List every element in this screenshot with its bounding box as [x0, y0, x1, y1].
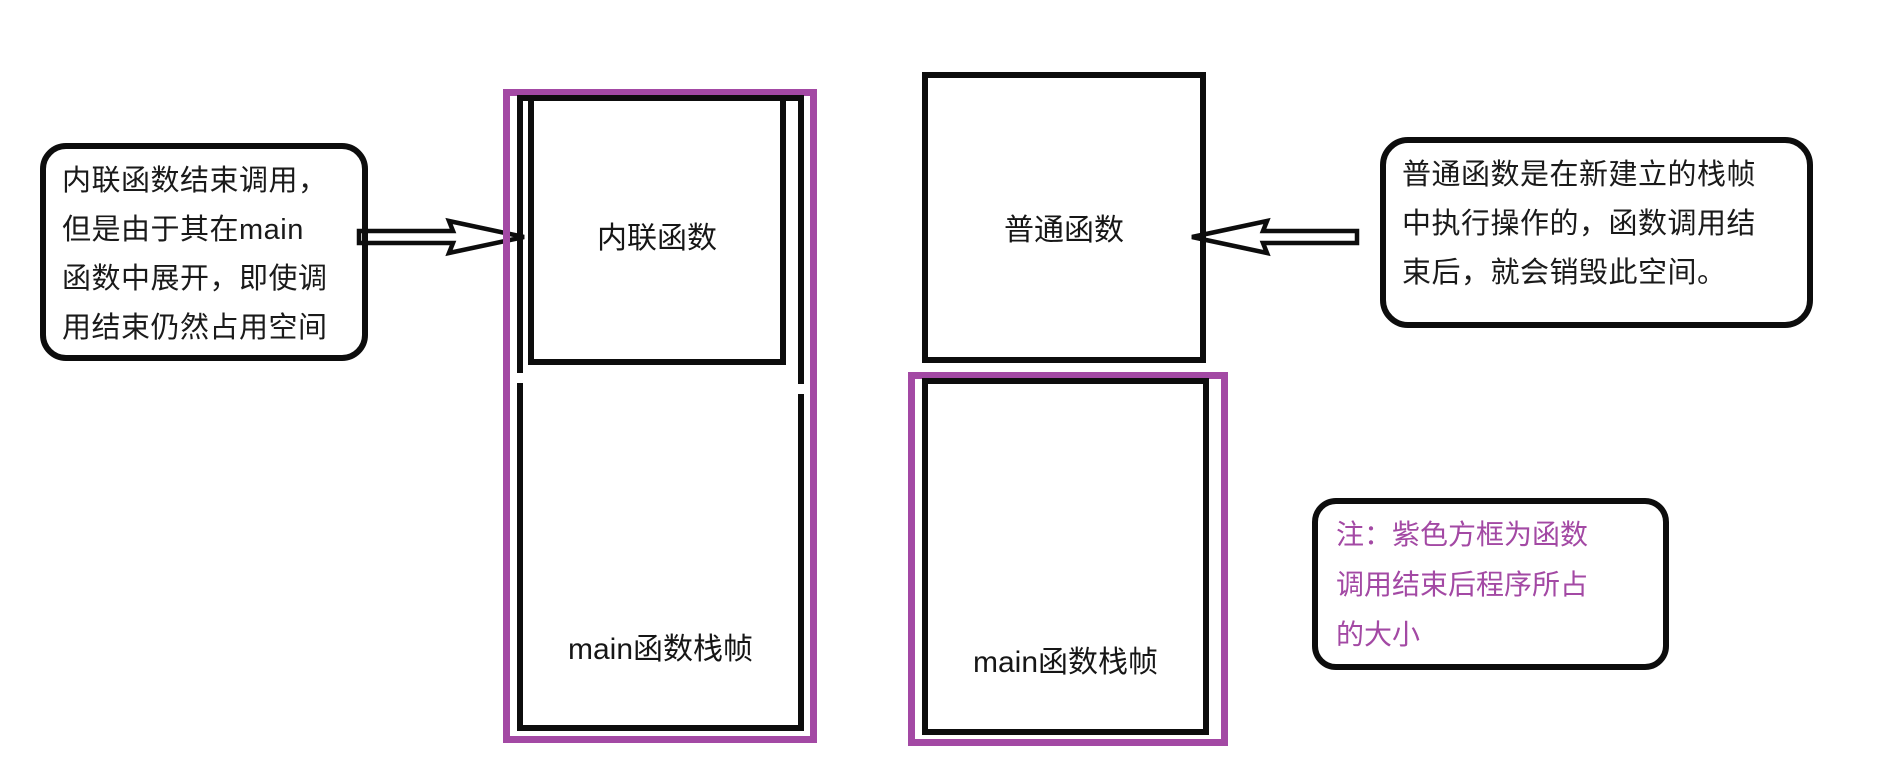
note-text-line: 注：紫色方框为函数	[1336, 519, 1589, 550]
purple-frame-note-box: 注：紫色方框为函数 调用结束后程序所占 的大小	[1312, 498, 1669, 670]
normal-main-stack-frame-box	[922, 378, 1209, 735]
callout-text-line: 中执行操作的，函数调用结	[1402, 208, 1757, 240]
normal-function-callout: 普通函数是在新建立的栈帧 中执行操作的，函数调用结 束后，就会销毁此空间。	[1380, 137, 1813, 328]
callout-text-line: 函数中展开，即使调	[62, 263, 328, 295]
arrow-right-icon	[356, 217, 525, 257]
note-text-line: 的大小	[1336, 619, 1421, 650]
note-text-line: 调用结束后程序所占	[1336, 569, 1589, 600]
normal-main-stack-frame-label: main函数栈帧	[972, 646, 1159, 679]
callout-text-line: 内联函数结束调用，	[62, 165, 328, 197]
normal-purple-frame	[908, 372, 1228, 746]
inline-function-callout: 内联函数结束调用， 但是由于其在main 函数中展开，即使调 用结束仍然占用空间	[40, 143, 368, 361]
line-break-notch	[796, 384, 808, 394]
inline-purple-frame	[503, 89, 817, 743]
inline-function-box: 内联函数	[528, 95, 786, 365]
inline-main-stack-frame-label: main函数栈帧	[567, 633, 754, 666]
normal-function-label: 普通函数	[1004, 213, 1124, 247]
callout-text-line: 但是由于其在main	[62, 214, 304, 246]
normal-function-box: 普通函数	[922, 72, 1206, 363]
inline-function-label: 内联函数	[597, 222, 717, 255]
line-break-notch	[512, 373, 525, 383]
callout-text-line: 用结束仍然占用空间	[62, 312, 328, 344]
arrow-left-icon	[1191, 217, 1360, 257]
callout-text-line: 普通函数是在新建立的栈帧	[1402, 159, 1757, 191]
callout-text-line: 束后，就会销毁此空间。	[1402, 257, 1727, 289]
